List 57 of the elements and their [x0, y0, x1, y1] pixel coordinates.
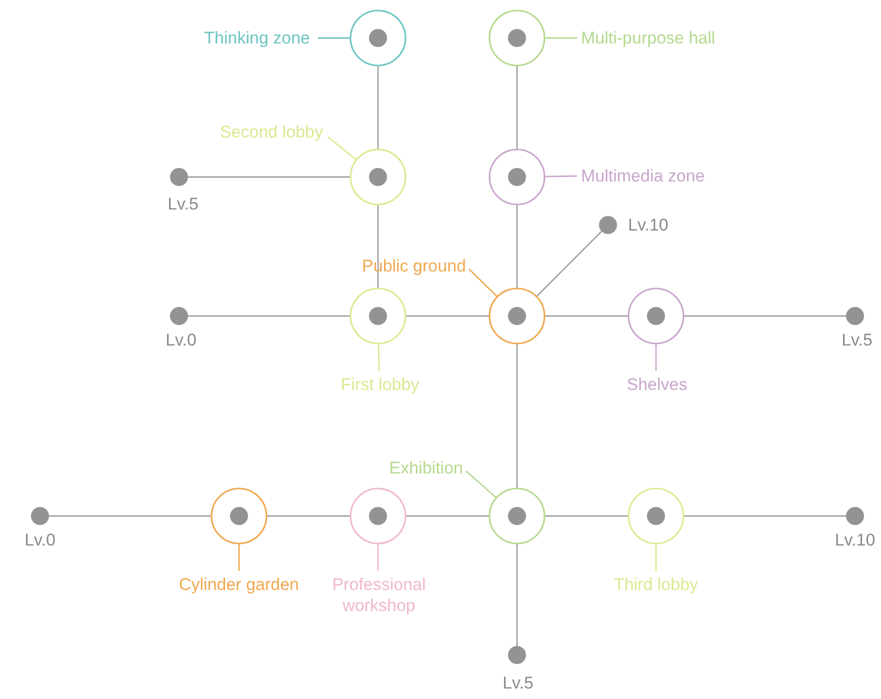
connector-line: [48, 515, 211, 517]
leader-line: [377, 544, 379, 571]
station-ring: [488, 487, 546, 545]
connector-line: [516, 66, 518, 149]
level-label: Lv.5: [842, 329, 872, 351]
connector-line: [684, 515, 847, 517]
connector-line: [377, 66, 379, 149]
leader-line: [468, 268, 498, 297]
leader-line: [328, 136, 357, 160]
leader-line: [655, 544, 657, 571]
station-ring: [488, 148, 546, 206]
zone-label: Shelves: [626, 374, 688, 395]
connector-line: [267, 515, 350, 517]
station-ring: [627, 487, 685, 545]
leader-line: [318, 37, 350, 39]
station-ring: [349, 487, 407, 545]
leader-line: [466, 470, 496, 498]
zone-label: First lobby: [340, 374, 420, 395]
zone-label: Professional workshop: [314, 574, 444, 616]
zone-label: Cylinder garden: [179, 574, 299, 595]
zone-label: Multimedia zone: [581, 166, 705, 186]
level-label: Lv.10: [628, 214, 668, 236]
connector-line: [406, 315, 489, 317]
connector-line: [545, 515, 628, 517]
connector-line: [545, 315, 628, 317]
connector-line: [536, 230, 603, 297]
station-ring: [349, 287, 407, 345]
leader-line: [545, 37, 577, 39]
level-label: Lv.0: [166, 329, 196, 351]
station-ring: [627, 287, 685, 345]
connector-line: [406, 515, 489, 517]
leader-line: [378, 344, 380, 372]
leader-line: [544, 175, 578, 178]
connector-line: [516, 205, 518, 288]
zone-label: Second lobby: [220, 122, 323, 142]
level-label: Lv.5: [502, 672, 534, 694]
station-ring: [488, 287, 546, 345]
zone-label: Exhibition: [389, 458, 463, 478]
station-ring: [210, 487, 268, 545]
zone-label: Thinking zone: [204, 28, 310, 48]
level-label: Lv.5: [168, 193, 198, 215]
connector-line: [516, 344, 518, 488]
connector-line: [187, 176, 350, 178]
zone-label: Public ground: [362, 256, 466, 276]
level-label: Lv.0: [24, 529, 56, 551]
station-ring: [488, 9, 546, 67]
leader-line: [238, 544, 240, 571]
station-ring: [349, 9, 407, 67]
zone-label: Third lobby: [614, 574, 698, 595]
station-ring: [349, 148, 407, 206]
connector-line: [187, 315, 350, 317]
level-label: Lv.10: [834, 529, 876, 551]
connector-line: [377, 205, 379, 288]
zone-label: Multi-purpose hall: [581, 28, 716, 48]
leader-line: [655, 344, 657, 371]
connector-line: [684, 315, 847, 317]
connector-line: [516, 544, 518, 647]
